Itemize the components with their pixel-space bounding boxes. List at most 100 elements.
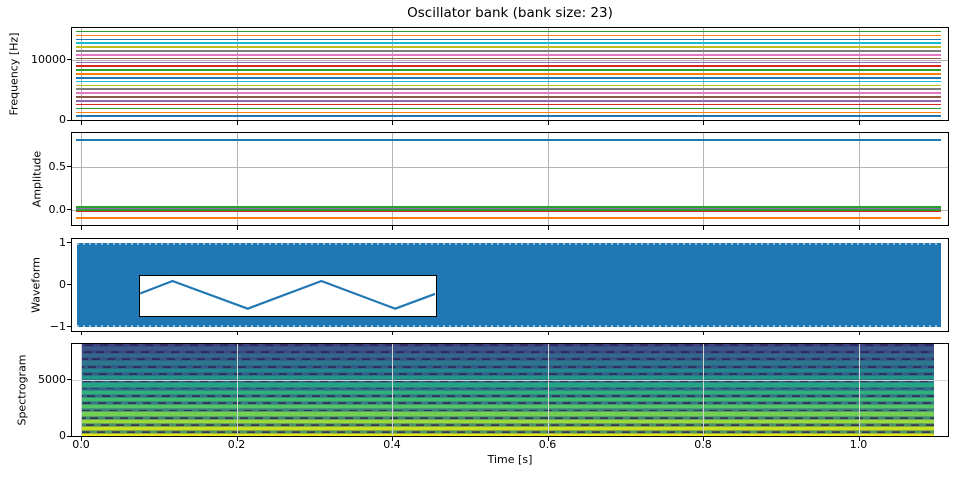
xtick-label-3: 0.6 xyxy=(538,438,557,451)
gridline-x-0 xyxy=(81,133,82,226)
oscillator-line-2 xyxy=(76,111,941,114)
spectrogram-dash-row-7 xyxy=(82,380,934,383)
xtick-oscillator-amplitudes-0 xyxy=(81,226,82,230)
oscillator-line-6 xyxy=(76,96,941,98)
amplitude-line-23 xyxy=(76,209,941,211)
spectrogram-dash-row-12 xyxy=(82,344,934,346)
ytick-label-oscillator-amplitudes-0: 0.0 xyxy=(48,202,67,216)
spectrogram-dash-row-10 xyxy=(82,358,934,361)
gridline-x-1 xyxy=(236,133,238,226)
ytick-label-spectrogram-0: 0 xyxy=(59,429,66,442)
spectrogram-gridline-5000 xyxy=(72,379,948,381)
oscillator-line-7 xyxy=(76,92,941,94)
oscillator-line-3 xyxy=(76,107,941,110)
xtick-spectrogram-5 xyxy=(858,437,860,441)
ytick-label-waveform-2: −1 xyxy=(49,319,66,333)
spectrogram-gridline-x-2 xyxy=(392,344,393,436)
xtick-label-5: 1.0 xyxy=(849,438,868,451)
oscillator-line-20 xyxy=(76,42,941,44)
oscillator-line-23 xyxy=(76,30,941,33)
figure-title: Oscillator bank (bank size: 23) xyxy=(407,5,613,21)
xtick-oscillator-frequencies-2 xyxy=(392,121,393,125)
gridline-x-5 xyxy=(858,133,860,226)
oscillator-line-18 xyxy=(76,50,941,52)
spectrogram-band-6 xyxy=(82,390,934,394)
waveform-inset xyxy=(138,275,437,317)
oscillator-line-22 xyxy=(76,34,941,37)
inset-wave xyxy=(139,279,435,310)
x-axis-label: Time [s] xyxy=(487,453,533,466)
spectrogram-gridline-x-5 xyxy=(858,344,860,436)
oscillator-line-9 xyxy=(76,84,941,87)
gridline-y-1 xyxy=(72,59,948,61)
spectrogram-dash-row-1 xyxy=(82,424,934,426)
spectrogram-dash-row-9 xyxy=(82,365,934,368)
spectrogram-dash-row-6 xyxy=(82,387,934,390)
spectrogram-band-7 xyxy=(82,383,934,387)
oscillator-line-10 xyxy=(76,80,941,83)
xtick-oscillator-amplitudes-4 xyxy=(703,226,704,230)
xtick-spectrogram-0 xyxy=(81,437,82,441)
xtick-spectrogram-3 xyxy=(547,437,549,441)
axes-oscillator-frequencies xyxy=(71,27,949,121)
xtick-waveform-3 xyxy=(547,331,549,336)
ytick-label-waveform-1: 0 xyxy=(59,277,66,291)
xtick-waveform-5 xyxy=(858,331,860,336)
xtick-oscillator-frequencies-5 xyxy=(858,121,860,125)
oscillator-line-5 xyxy=(76,99,941,102)
ytick-label-oscillator-frequencies-0: 0 xyxy=(59,113,66,126)
waveform-top-edge xyxy=(77,242,941,245)
xtick-oscillator-amplitudes-5 xyxy=(858,226,860,230)
xtick-label-1: 0.2 xyxy=(227,438,246,451)
xtick-oscillator-frequencies-4 xyxy=(703,121,704,125)
oscillator-line-13 xyxy=(76,69,941,71)
spectrogram-band-1 xyxy=(82,427,934,431)
gridline-x-3 xyxy=(547,133,549,226)
spectrogram-dash-row-5 xyxy=(82,394,934,397)
xtick-oscillator-amplitudes-2 xyxy=(392,226,393,230)
ytick-oscillator-frequencies-0 xyxy=(67,119,71,121)
xtick-spectrogram-2 xyxy=(392,437,393,441)
axes-waveform xyxy=(71,237,949,332)
oscillator-line-19 xyxy=(76,46,941,48)
axes-oscillator-amplitudes xyxy=(71,132,949,227)
spectrogram-dash-row-0 xyxy=(82,431,934,434)
spectrogram-band-2 xyxy=(82,419,934,424)
oscillator-line-14 xyxy=(76,65,941,68)
xtick-oscillator-amplitudes-3 xyxy=(547,226,549,230)
spectrogram-dash-row-8 xyxy=(82,373,934,375)
spectrogram-gridline-x-1 xyxy=(236,344,238,436)
spectrogram-dash-row-3 xyxy=(82,409,934,412)
xtick-spectrogram-1 xyxy=(236,437,238,441)
xtick-label-0: 0.0 xyxy=(72,438,90,451)
spectrogram-band-10 xyxy=(82,361,934,365)
oscillator-line-17 xyxy=(76,53,941,56)
oscillator-line-16 xyxy=(76,57,941,60)
spectrogram-image xyxy=(82,344,934,436)
spectrogram-band-9 xyxy=(82,368,934,372)
gridline-y-1 xyxy=(72,166,948,168)
oscillator-line-21 xyxy=(76,38,941,41)
ytick-waveform-0 xyxy=(67,242,71,244)
oscillator-line-11 xyxy=(76,76,941,79)
spectrogram-gridline-x-3 xyxy=(547,344,549,436)
spectrogram-band-4 xyxy=(82,405,934,409)
spectrogram-gridline-x-0 xyxy=(81,344,82,436)
waveform-bottom-edge xyxy=(77,324,941,327)
axes-spectrogram xyxy=(71,343,949,437)
amplitude-line-4 xyxy=(76,210,941,213)
oscillator-line-8 xyxy=(76,88,941,91)
xtick-label-2: 0.4 xyxy=(383,438,401,451)
oscillator-line-15 xyxy=(76,61,941,64)
ytick-oscillator-frequencies-1 xyxy=(67,59,71,61)
spectrogram-dash-row-11 xyxy=(82,351,934,353)
spectrogram-dash-row-2 xyxy=(82,416,934,419)
ytick-label-waveform-0: 1 xyxy=(59,235,66,249)
spectrogram-band-5 xyxy=(82,397,934,402)
spectrogram-band-3 xyxy=(82,412,934,416)
spectrogram-band-11 xyxy=(82,354,934,358)
gridline-x-2 xyxy=(392,133,393,226)
xtick-oscillator-frequencies-1 xyxy=(236,121,238,125)
xtick-oscillator-frequencies-0 xyxy=(81,121,82,125)
